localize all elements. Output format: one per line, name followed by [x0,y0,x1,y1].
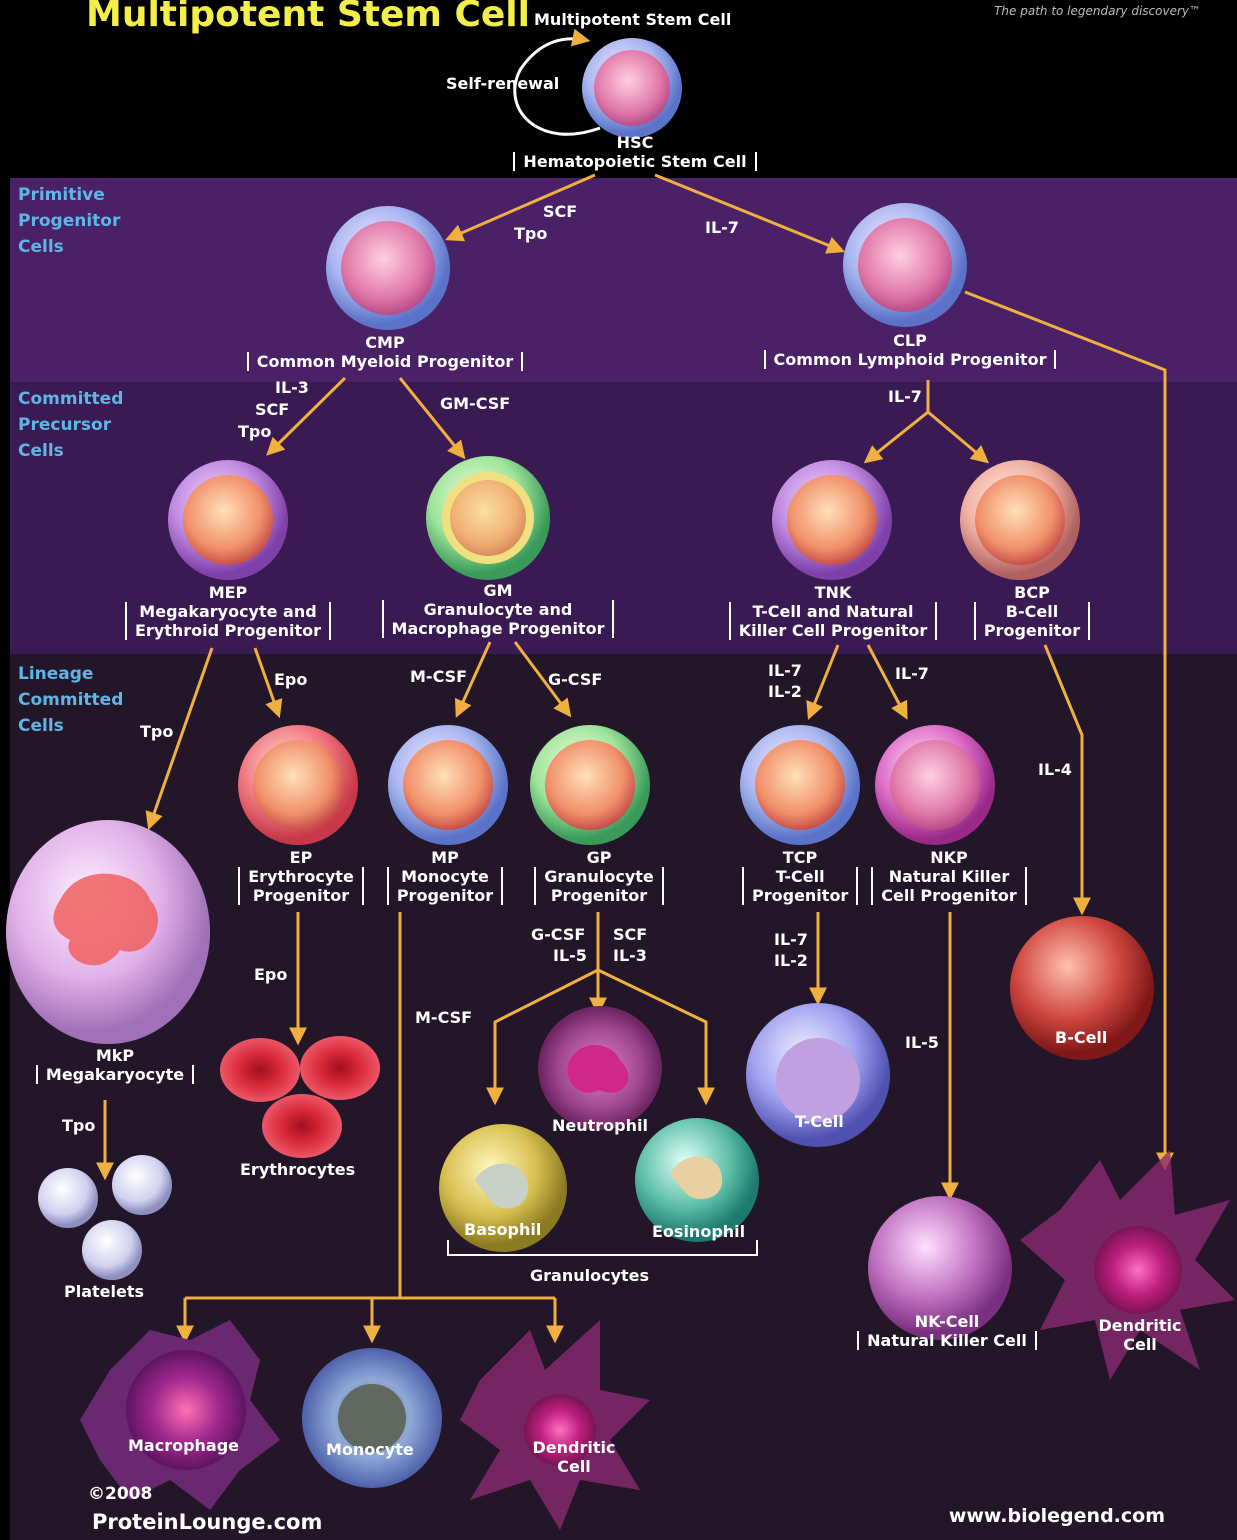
gm-cell [426,456,550,580]
factor-tpo-b: Tpo [238,422,271,441]
tnk-tcp-arrow [810,645,838,715]
clp-label: CLP Common Lymphoid Progenitor [755,331,1065,369]
dendritic-bottom-cell [460,1320,650,1530]
factor-il3-b: IL-3 [275,378,309,397]
monocyte-cell [302,1348,442,1488]
factor-il2-e: IL-2 [774,951,808,970]
granulocytes-label: Granulocytes [530,1266,649,1285]
page-title: Multipotent Stem Cell [86,0,530,35]
bcell-label: B-Cell [1055,1028,1107,1047]
dendritic-bottom-label: Dendritic Cell [526,1438,622,1476]
cmp-gm-arrow [400,378,462,455]
tcell-label: T-Cell [795,1112,844,1131]
erythrocytes-label: Erythrocytes [240,1160,355,1179]
hsc-clp-arrow [655,175,840,250]
section-committed: Committed Precursor Cells [18,386,123,464]
tagline: The path to legendary discovery™ [994,4,1201,18]
factor-scf-c: SCF [613,925,647,944]
brand-label: ProteinLounge.com [92,1510,322,1534]
tnk-cell [772,460,892,580]
factor-mcsf-a: M-CSF [410,667,467,686]
cmp-cell [326,206,450,330]
neutrophil-label: Neutrophil [552,1116,648,1135]
factor-il7-e: IL-7 [774,930,808,949]
mp-label: MP MonocyteProgenitor [385,848,505,905]
cmp-label: CMP Common Myeloid Progenitor [240,333,530,371]
factor-il2-c: IL-2 [768,682,802,701]
macrophage-label: Macrophage [128,1436,239,1455]
section-primitive: Primitive Progenitor Cells [18,182,120,260]
megakaryocyte-cell [6,820,210,1044]
macrophage-cell [80,1320,280,1510]
factor-epo-a: Epo [274,670,307,689]
factor-il3-c: IL-3 [613,946,647,965]
factor-il5-b: IL-5 [553,946,587,965]
self-renewal-label: Self-renewal [446,74,559,93]
factor-il7-b: IL-7 [888,387,922,406]
factor-scf-a: SCF [543,202,577,221]
nkp-cell [875,725,995,845]
hsc-top-label: Multipotent Stem Cell [534,10,731,29]
copyright: ©2008 [88,1484,152,1504]
bcp-cell [960,460,1080,580]
nkcell-label: NK-Cell Natural Killer Cell [852,1312,1042,1350]
factor-mcsf-b: M-CSF [415,1008,472,1027]
factor-tpo-c: Tpo [140,722,173,741]
arrows [105,39,1165,1338]
factor-gcsf-a: G-CSF [548,670,602,689]
factor-epo-b: Epo [254,965,287,984]
section-lineage: Lineage Committed Cells [18,661,123,739]
mp-cell [388,725,508,845]
clp-cell [843,203,967,327]
factor-gcsf-b: G-CSF [531,925,585,944]
mkp-label: MkP Megakaryocyte [30,1046,200,1084]
site-link[interactable]: www.biolegend.com [949,1505,1165,1527]
ep-cell [238,725,358,845]
mep-cell [168,460,288,580]
neutrophil-cell [538,1006,662,1130]
tcp-cell [740,725,860,845]
factor-gmcsf: GM-CSF [440,394,510,413]
eosinophil-label: Eosinophil [652,1222,745,1241]
factor-il4: IL-4 [1038,760,1072,779]
hsc-cell [582,38,682,138]
platelets-label: Platelets [64,1282,144,1301]
gp-cell [530,725,650,845]
factor-tpo-d: Tpo [62,1116,95,1135]
basophil-label: Basophil [464,1220,541,1239]
factor-il7-a: IL-7 [705,218,739,237]
hsc-label: HSC Hematopoietic Stem Cell [510,133,760,171]
monocyte-label: Monocyte [326,1440,414,1459]
dendritic-right-label: Dendritic Cell [1092,1316,1188,1354]
clp-bcp-arrow [928,412,985,460]
factor-tpo-a: Tpo [514,224,547,243]
erythrocytes-cells [220,1036,380,1158]
factor-il7-c: IL-7 [768,661,802,680]
factor-il7-d: IL-7 [895,664,929,683]
factor-il5-e: IL-5 [905,1033,939,1052]
factor-scf-b: SCF [255,400,289,419]
